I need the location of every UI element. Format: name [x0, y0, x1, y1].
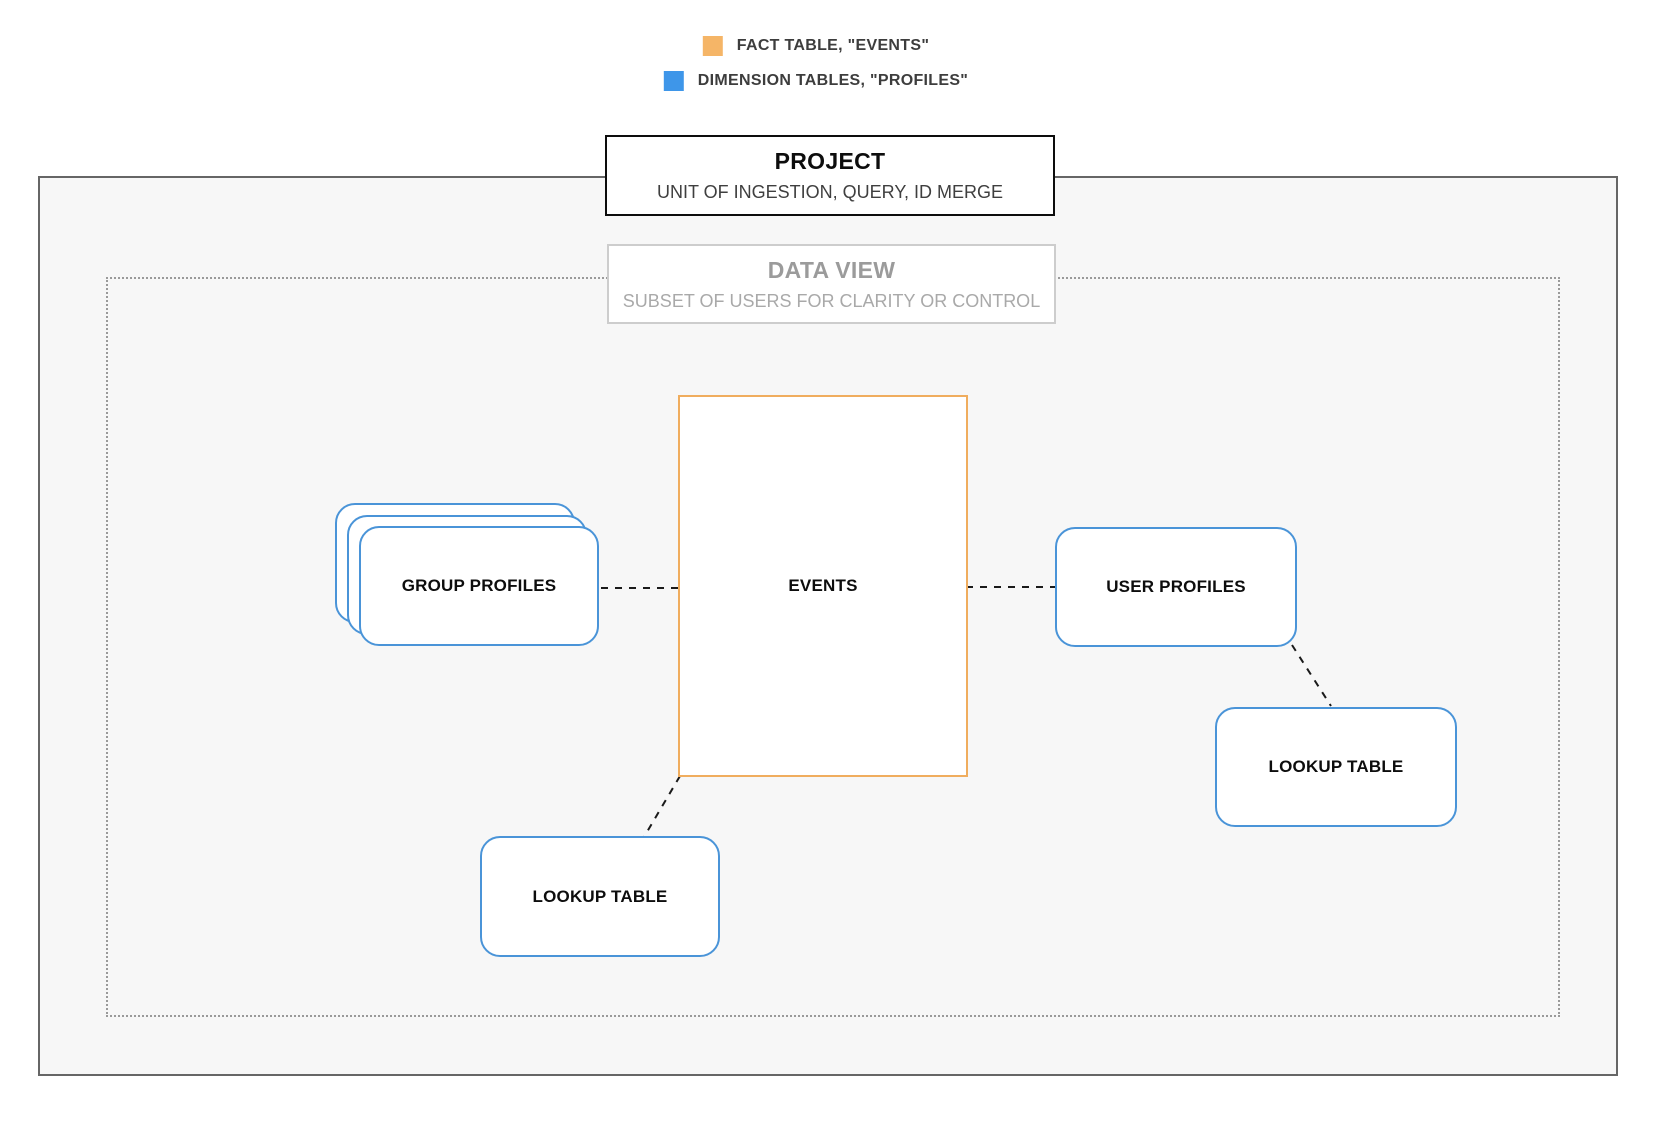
node-user-profiles: USER PROFILES: [1055, 527, 1297, 647]
project-subtitle: UNIT OF INGESTION, QUERY, ID MERGE: [656, 182, 1004, 202]
node-lookup-table-right-label: LOOKUP TABLE: [1268, 757, 1404, 776]
data-view-subtitle: SUBSET OF USERS FOR CLARITY OR CONTROL: [622, 290, 1041, 311]
node-lookup-table-bottom: LOOKUP TABLE: [480, 836, 720, 957]
project-header-box: PROJECT UNIT OF INGESTION, QUERY, ID MER…: [605, 135, 1055, 216]
node-user-profiles-label: USER PROFILES: [1106, 577, 1246, 596]
data-view-title: DATA VIEW: [767, 256, 896, 283]
legend-label-dimension-tables: DIMENSION TABLES, "PROFILES": [697, 72, 969, 89]
node-events: EVENTS: [678, 395, 968, 777]
node-group-profiles-label: GROUP PROFILES: [401, 576, 557, 595]
dimension-tables-color-swatch: [663, 71, 684, 91]
node-group-profiles: GROUP PROFILES: [359, 526, 599, 646]
legend-item-dimension-tables: DIMENSION TABLES, "PROFILES": [663, 71, 969, 91]
fact-table-color-swatch: [702, 36, 723, 56]
legend-item-fact-table: FACT TABLE, "EVENTS": [702, 36, 930, 56]
legend: FACT TABLE, "EVENTS" DIMENSION TABLES, "…: [663, 36, 969, 91]
node-lookup-table-bottom-label: LOOKUP TABLE: [532, 886, 668, 906]
project-title: PROJECT: [774, 148, 886, 174]
legend-label-fact-table: FACT TABLE, "EVENTS": [736, 37, 930, 54]
data-view-header-box: DATA VIEW SUBSET OF USERS FOR CLARITY OR…: [607, 244, 1056, 324]
node-events-label: EVENTS: [788, 576, 858, 595]
node-lookup-table-right: LOOKUP TABLE: [1215, 707, 1457, 827]
